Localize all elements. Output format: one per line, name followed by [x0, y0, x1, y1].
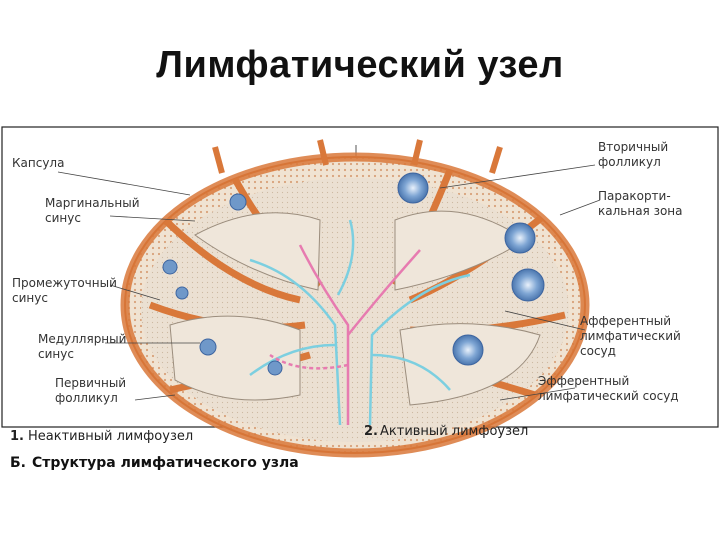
figure-caption-text: Структура лимфатического узла [32, 455, 299, 471]
label-intermediate-sinus-1: Промежуточный [12, 276, 117, 290]
label-capsule: Капсула [12, 156, 64, 170]
label-paracortical-zone-2: кальная зона [598, 204, 683, 218]
secondary-follicles [397, 172, 545, 366]
label-medullary-sinus-2: синус [38, 347, 74, 361]
label-primary-follicle-2: фолликул [55, 391, 118, 405]
label-afferent-vessel-3: сосуд [580, 344, 616, 358]
figure-caption-letter: Б. [10, 455, 26, 471]
label-intermediate-sinus-2: синус [12, 291, 48, 305]
label-primary-follicle-1: Первичный [55, 376, 126, 390]
leader-lines [57, 164, 601, 401]
label-afferent-vessel-1: Афферентный [580, 314, 671, 328]
lymph-node-diagram: Капсула Маргинальный синус Промежуточный… [1, 126, 719, 471]
caption-left-text: Неактивный лимфоузел [28, 429, 193, 444]
label-efferent-vessel-2: лимфатический сосуд [538, 389, 679, 403]
caption-right-text: Активный лимфоузел [380, 424, 528, 439]
label-marginal-sinus-1: Маргинальный [45, 196, 140, 210]
label-medullary-sinus-1: Медуллярный [38, 332, 126, 346]
label-secondary-follicle-1: Вторичный [598, 140, 668, 154]
label-efferent-vessel-1: Эфферентный [538, 374, 629, 388]
label-afferent-vessel-2: лимфатический [580, 329, 681, 343]
primary-follicles [162, 193, 283, 376]
slide-title: Лимфатический узел [156, 44, 564, 86]
label-marginal-sinus-2: синус [45, 211, 81, 225]
capsule [120, 152, 590, 458]
lymph-node-figure: Капсула Маргинальный синус Промежуточный… [0, 125, 720, 480]
blood-vessels [249, 219, 471, 426]
trabeculae [148, 168, 566, 406]
caption-right-number: 2. [364, 424, 378, 439]
lymph-node-body [120, 139, 590, 458]
label-paracortical-zone-1: Паракорти- [598, 189, 671, 203]
caption-left-number: 1. [10, 429, 24, 444]
label-secondary-follicle-2: фолликул [598, 155, 661, 169]
